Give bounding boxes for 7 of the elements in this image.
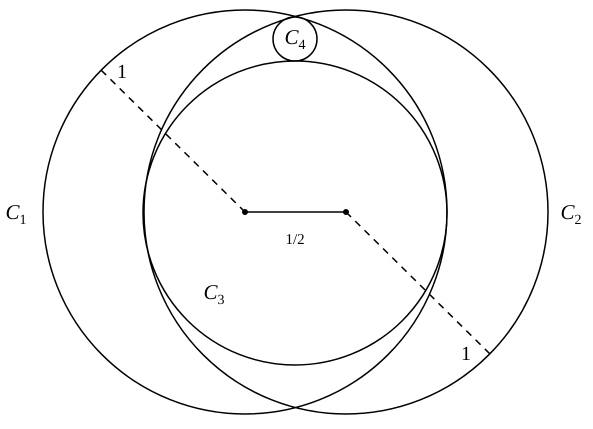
circle-label: C$_{3}$ [204,282,225,308]
circle-label: C$_{2}$ [560,202,582,228]
circle-label: C$_{4}$ [284,27,306,54]
dimension-label: 1/2 [286,232,305,248]
dimension-label: 1 [117,62,127,82]
circle-label: C$_{1}$ [6,202,27,228]
dimension-label: 1 [461,344,471,364]
